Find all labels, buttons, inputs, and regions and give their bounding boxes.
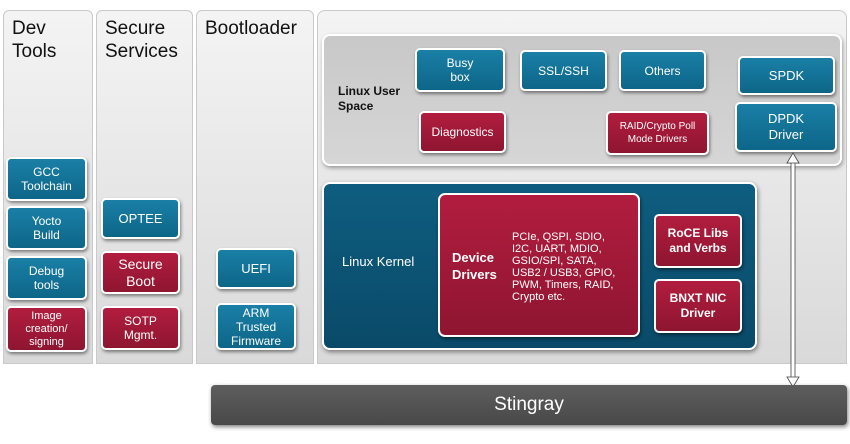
optee-box: OPTEE [101, 198, 180, 239]
arrow-shaft [790, 161, 796, 379]
stingray-label: Stingray [494, 394, 564, 415]
ssl-ssh-box: SSL/SSH [520, 50, 607, 91]
dpdk-stingray-arrow [786, 152, 800, 388]
yocto-build-box: Yocto Build [6, 206, 87, 250]
roce-libs-verbs-box: RoCE Libs and Verbs [654, 214, 742, 268]
bnxt-nic-driver-box: BNXT NIC Driver [654, 279, 742, 333]
diagnostics-box: Diagnostics [419, 111, 506, 153]
spdk-box: SPDK [738, 56, 835, 95]
device-drivers-box: Device Drivers PCIe, QSPI, SDIO, I2C, UA… [438, 193, 640, 337]
arrow-head-up-icon [786, 152, 800, 164]
device-drivers-title: Device Drivers [452, 250, 497, 282]
raid-crypto-poll-mode-drivers-box: RAID/Crypto Poll Mode Drivers [606, 111, 709, 155]
linux-user-space-label: Linux User Space [338, 84, 401, 113]
sotp-mgmt-box: SOTP Mgmt. [101, 306, 180, 350]
linux-kernel-label: Linux Kernel [342, 254, 415, 269]
image-creation-signing-box: Image creation/ signing [6, 306, 87, 352]
others-box: Others [619, 50, 706, 91]
uefi-box: UEFI [216, 248, 296, 289]
secure-services-title: Secure Services [105, 18, 178, 62]
dev-tools-title: Dev Tools [12, 18, 57, 62]
arm-trusted-firmware-box: ARM Trusted Firmware [216, 303, 296, 350]
gcc-toolchain-box: GCC Toolchain [6, 157, 87, 201]
stingray-bar: Stingray [211, 385, 847, 425]
secure-boot-box: Secure Boot [101, 251, 180, 294]
device-drivers-list: PCIe, QSPI, SDIO, I2C, UART, MDIO, GSIO/… [512, 231, 616, 303]
debug-tools-box: Debug tools [6, 256, 87, 300]
secure-services-column: Secure Services [96, 10, 193, 364]
busybox-box: Busy box [415, 48, 505, 92]
arrow-head-down-icon [786, 376, 800, 388]
bootloader-title: Bootloader [205, 18, 297, 39]
dpdk-driver-box: DPDK Driver [735, 102, 837, 152]
